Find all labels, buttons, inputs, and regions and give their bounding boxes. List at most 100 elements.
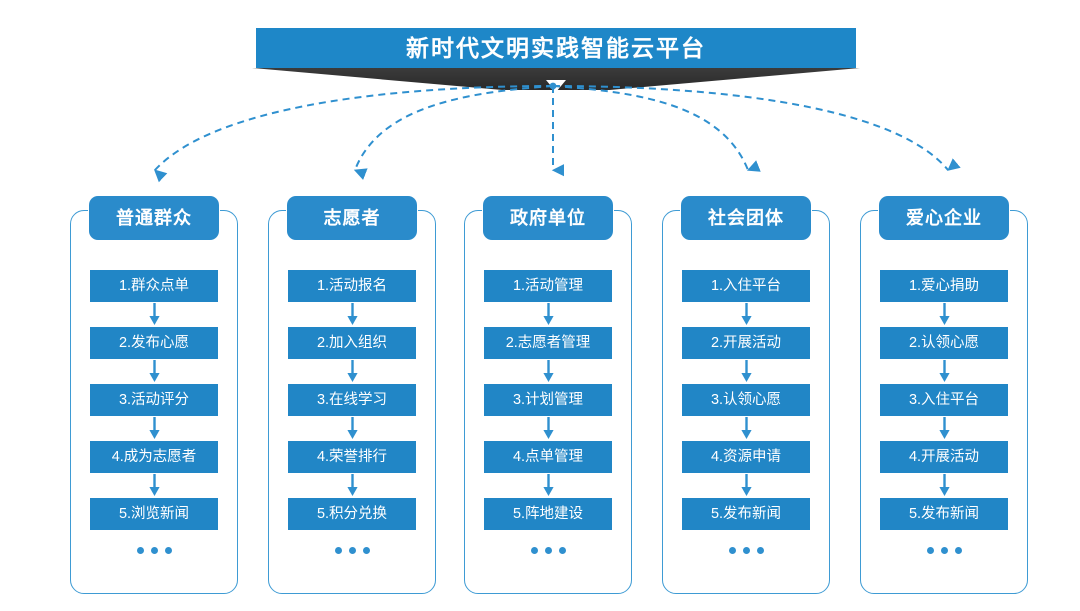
step-arrow-icon [288,416,416,441]
column-items-4: 1.爱心捐助 2.认领心愿 3.入住平台 4.开展活动 5.发布新闻 [880,270,1008,570]
connector-to-column-4 [552,85,961,171]
list-item[interactable]: 1.群众点单 [90,270,218,302]
list-item[interactable]: 3.认领心愿 [682,384,810,416]
platform-title-text: 新时代文明实践智能云平台 [406,34,706,61]
more-items-ellipsis [484,530,612,570]
item-label: 1.活动报名 [316,277,388,294]
step-arrow-icon [880,359,1008,384]
step-arrow-icon [682,302,810,327]
list-item[interactable]: 5.发布新闻 [682,498,810,530]
role-column-普通群众: 普通群众 1.群众点单 2.发布心愿 3.活动评分 4.成为志愿者 5.浏览新闻 [70,196,238,594]
column-header-4[interactable]: 爱心企业 [879,196,1009,240]
column-items-0: 1.群众点单 2.发布心愿 3.活动评分 4.成为志愿者 5.浏览新闻 [90,270,218,570]
list-item[interactable]: 1.爱心捐助 [880,270,1008,302]
step-arrow-icon [880,302,1008,327]
list-item[interactable]: 5.阵地建设 [484,498,612,530]
item-label: 3.活动评分 [118,391,190,408]
list-item[interactable]: 3.入住平台 [880,384,1008,416]
list-item[interactable]: 5.浏览新闻 [90,498,218,530]
role-column-志愿者: 志愿者 1.活动报名 2.加入组织 3.在线学习 4.荣誉排行 5.积分兑换 [268,196,436,594]
item-label: 5.积分兑换 [316,505,388,522]
step-arrow-icon [288,302,416,327]
item-label: 4.点单管理 [512,448,584,465]
item-label: 4.成为志愿者 [111,448,197,465]
role-column-政府单位: 政府单位 1.活动管理 2.志愿者管理 3.计划管理 4.点单管理 5.阵地建设 [464,196,632,594]
list-item[interactable]: 4.荣誉排行 [288,441,416,473]
step-arrow-icon [880,416,1008,441]
column-header-label: 社会团体 [708,208,784,228]
step-arrow-icon [90,302,218,327]
step-arrow-icon [288,359,416,384]
list-item[interactable]: 1.入住平台 [682,270,810,302]
column-header-0[interactable]: 普通群众 [89,196,219,240]
item-label: 3.认领心愿 [710,391,782,408]
list-item[interactable]: 2.加入组织 [288,327,416,359]
item-label: 3.计划管理 [512,391,584,408]
list-item[interactable]: 5.积分兑换 [288,498,416,530]
column-header-label: 志愿者 [323,208,381,228]
step-arrow-icon [484,473,612,498]
item-label: 1.爱心捐助 [908,277,980,294]
connector-to-column-1 [353,85,554,181]
column-header-3[interactable]: 社会团体 [681,196,811,240]
item-label: 4.荣誉排行 [316,448,388,465]
more-items-ellipsis [90,530,218,570]
list-item[interactable]: 2.认领心愿 [880,327,1008,359]
column-items-1: 1.活动报名 2.加入组织 3.在线学习 4.荣誉排行 5.积分兑换 [288,270,416,570]
list-item[interactable]: 4.开展活动 [880,441,1008,473]
platform-title-bar: 新时代文明实践智能云平台 [256,28,856,68]
connector-to-column-0 [153,85,554,183]
role-columns: 普通群众 1.群众点单 2.发布心愿 3.活动评分 4.成为志愿者 5.浏览新闻… [0,196,1080,596]
role-column-爱心企业: 爱心企业 1.爱心捐助 2.认领心愿 3.入住平台 4.开展活动 5.发布新闻 [860,196,1028,594]
item-label: 5.阵地建设 [512,505,584,522]
step-arrow-icon [288,473,416,498]
column-items-2: 1.活动管理 2.志愿者管理 3.计划管理 4.点单管理 5.阵地建设 [484,270,612,570]
column-header-2[interactable]: 政府单位 [483,196,613,240]
list-item[interactable]: 2.开展活动 [682,327,810,359]
step-arrow-icon [484,359,612,384]
list-item[interactable]: 2.发布心愿 [90,327,218,359]
column-header-label: 爱心企业 [906,208,982,228]
list-item[interactable]: 1.活动管理 [484,270,612,302]
column-items-3: 1.入住平台 2.开展活动 3.认领心愿 4.资源申请 5.发布新闻 [682,270,810,570]
item-label: 5.浏览新闻 [118,505,190,522]
item-label: 1.活动管理 [512,277,584,294]
item-label: 3.入住平台 [908,391,980,408]
more-items-ellipsis [880,530,1008,570]
column-header-label: 政府单位 [510,208,586,228]
step-arrow-icon [90,473,218,498]
list-item[interactable]: 2.志愿者管理 [484,327,612,359]
column-header-1[interactable]: 志愿者 [287,196,417,240]
list-item[interactable]: 4.资源申请 [682,441,810,473]
list-item[interactable]: 4.成为志愿者 [90,441,218,473]
step-arrow-icon [484,302,612,327]
step-arrow-icon [682,416,810,441]
list-item[interactable]: 4.点单管理 [484,441,612,473]
list-item[interactable]: 3.在线学习 [288,384,416,416]
item-label: 4.开展活动 [908,448,980,465]
item-label: 2.志愿者管理 [505,334,591,351]
more-items-ellipsis [288,530,416,570]
item-label: 2.开展活动 [710,334,782,351]
step-arrow-icon [484,416,612,441]
list-item[interactable]: 3.计划管理 [484,384,612,416]
step-arrow-icon [90,416,218,441]
item-label: 5.发布新闻 [908,505,980,522]
list-item[interactable]: 5.发布新闻 [880,498,1008,530]
list-item[interactable]: 3.活动评分 [90,384,218,416]
item-label: 3.在线学习 [316,391,388,408]
column-header-label: 普通群众 [116,208,192,228]
role-column-社会团体: 社会团体 1.入住平台 2.开展活动 3.认领心愿 4.资源申请 5.发布新闻 [662,196,830,594]
step-arrow-icon [682,359,810,384]
more-items-ellipsis [682,530,810,570]
connector-to-column-3 [552,85,761,172]
item-label: 2.加入组织 [316,334,388,351]
item-label: 4.资源申请 [710,448,782,465]
platform-title-banner: 新时代文明实践智能云平台 [252,28,860,90]
item-label: 1.群众点单 [118,277,190,294]
step-arrow-icon [682,473,810,498]
list-item[interactable]: 1.活动报名 [288,270,416,302]
item-label: 2.发布心愿 [118,334,190,351]
step-arrow-icon [90,359,218,384]
